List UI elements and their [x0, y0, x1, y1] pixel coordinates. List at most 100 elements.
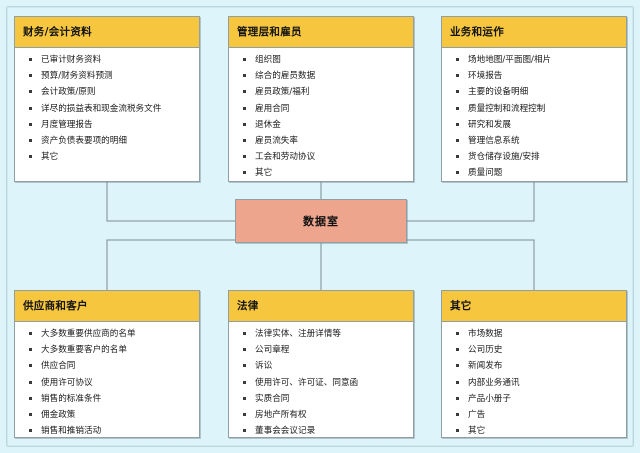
category-title-legal: 法律: [237, 299, 259, 312]
bullet-icon: [456, 348, 459, 352]
list-item-label: 工会和劳动协议: [255, 152, 316, 163]
category-header-suppliers: 供应商和客户: [15, 291, 199, 322]
list-item-label: 场地地图/平面图/相片: [468, 55, 552, 65]
list-item-label: 产品小册子: [468, 393, 511, 404]
bullet-icon: [456, 155, 459, 159]
category-header-finance: 财务/会计资料: [15, 17, 199, 48]
list-item: 新闻发布: [448, 362, 620, 371]
list-item: 其它: [235, 169, 407, 178]
list-item-label: 货仓储存设施/安排: [468, 152, 540, 163]
list-item: 销售和推销活动: [21, 427, 193, 436]
list-item: 销售的标准条件: [21, 393, 193, 404]
bullet-icon: [243, 106, 246, 110]
list-item-label: 退休金: [255, 119, 281, 130]
list-item-label: 月度管理报告: [41, 119, 93, 130]
list-item: 产品小册子: [448, 393, 620, 404]
list-item: 大多数重要供应商的名单: [21, 330, 193, 339]
category-title-other: 其它: [450, 299, 472, 312]
list-item-label: 大多数重要客户的名单: [41, 345, 127, 356]
bullet-icon: [456, 74, 459, 78]
list-item-label: 公司历史: [468, 345, 503, 356]
bullet-icon: [456, 412, 459, 416]
list-item-label: 质量控制和流程控制: [468, 103, 546, 114]
list-item: 公司章程: [235, 346, 407, 355]
center-node-data-room[interactable]: 数据室: [235, 199, 407, 243]
category-title-operations: 业务和运作: [450, 25, 504, 38]
category-body-suppliers: 大多数重要供应商的名单 大多数重要客户的名单 供应合同 使用许可协议 销售的标准…: [15, 322, 199, 437]
category-box-suppliers[interactable]: 供应商和客户 大多数重要供应商的名单 大多数重要客户的名单 供应合同 使用许可协…: [14, 290, 200, 438]
bullet-icon: [243, 364, 246, 368]
list-item: 详尽的损益表和现金流税务文件: [21, 103, 193, 114]
list-item: 雇员政策/福利: [235, 88, 407, 97]
list-item-label: 董事会会议记录: [255, 426, 316, 437]
list-item: 退休金: [235, 119, 407, 130]
list-item: 董事会会议记录: [235, 427, 407, 436]
list-item-label: 其它: [41, 152, 59, 163]
category-body-operations: 场地地图/平面图/相片 环境报告 主要的设备明细 质量控制和流程控制 研究和发展…: [442, 48, 626, 181]
list-item-label: 雇用合同: [255, 103, 290, 114]
list-item: 综合的雇员数据: [235, 72, 407, 81]
list-item: 组织图: [235, 56, 407, 65]
outer-frame-inner: [7, 7, 633, 446]
list-item-label: 内部业务通讯: [468, 377, 520, 388]
list-item-label: 其它: [468, 426, 486, 437]
list-item-label: 详尽的损益表和现金流税务文件: [41, 103, 162, 114]
list-item-label: 使用许可、许可证、同意函: [255, 377, 359, 388]
category-body-management: 组织图 综合的雇员数据 雇员政策/福利 雇用合同 退休金 雇员流失率 工会和劳动…: [229, 48, 413, 181]
list-item: 货仓储存设施/安排: [448, 153, 620, 162]
bullet-icon: [456, 138, 459, 142]
category-box-management[interactable]: 管理层和雇员 组织图 综合的雇员数据 雇员政策/福利 雇用合同 退休金 雇员流失…: [228, 16, 414, 182]
list-item: 大多数重要客户的名单: [21, 346, 193, 355]
bullet-icon: [456, 58, 459, 61]
list-item-label: 新闻发布: [468, 361, 503, 372]
category-header-management: 管理层和雇员: [229, 17, 413, 48]
bullet-icon: [29, 348, 32, 352]
list-item: 诉讼: [235, 362, 407, 371]
bullet-icon: [243, 412, 246, 416]
list-item-label: 房地产所有权: [255, 409, 307, 420]
bullet-icon: [456, 332, 459, 335]
category-title-management: 管理层和雇员: [237, 25, 302, 38]
bullet-icon: [29, 74, 32, 78]
list-item-label: 质量问题: [468, 168, 503, 179]
bullet-icon: [29, 364, 32, 368]
category-list-finance: 已审计财务资料 预算/财务资料预测 会计政策/原则 详尽的损益表和现金流税务文件…: [21, 56, 193, 162]
list-item-label: 其它: [255, 168, 273, 179]
bullet-icon: [243, 122, 246, 126]
list-item: 佣金政策: [21, 411, 193, 420]
bullet-icon: [29, 122, 32, 126]
category-box-other[interactable]: 其它 市场数据 公司历史 新闻发布 内部业务通讯 产品小册子 广告 其它: [441, 290, 627, 438]
bullet-icon: [29, 90, 32, 94]
list-item-label: 佣金政策: [41, 409, 76, 420]
list-item-label: 环境报告: [468, 71, 503, 82]
bullet-icon: [456, 171, 459, 175]
category-box-operations[interactable]: 业务和运作 场地地图/平面图/相片 环境报告 主要的设备明细 质量控制和流程控制…: [441, 16, 627, 182]
bullet-icon: [243, 155, 246, 159]
list-item-label: 销售和推销活动: [41, 426, 102, 437]
list-item-label: 使用许可协议: [41, 377, 93, 388]
category-list-management: 组织图 综合的雇员数据 雇员政策/福利 雇用合同 退休金 雇员流失率 工会和劳动…: [235, 56, 407, 178]
list-item: 其它: [21, 153, 193, 162]
list-item-label: 销售的标准条件: [41, 393, 102, 404]
list-item: 会计政策/原则: [21, 88, 193, 97]
list-item-label: 主要的设备明细: [468, 87, 529, 98]
list-item: 房地产所有权: [235, 411, 407, 420]
list-item: 工会和劳动协议: [235, 153, 407, 162]
list-item-label: 组织图: [255, 55, 281, 65]
bullet-icon: [456, 364, 459, 368]
category-box-finance[interactable]: 财务/会计资料 已审计财务资料 预算/财务资料预测 会计政策/原则 详尽的损益表…: [14, 16, 200, 182]
list-item: 市场数据: [448, 330, 620, 339]
category-box-legal[interactable]: 法律 法律实体、注册详情等 公司章程 诉讼 使用许可、许可证、同意函 实质合同 …: [228, 290, 414, 438]
bullet-icon: [243, 58, 246, 61]
list-item: 法律实体、注册详情等: [235, 330, 407, 339]
list-item: 使用许可、许可证、同意函: [235, 377, 407, 388]
bullet-icon: [29, 106, 32, 110]
category-list-legal: 法律实体、注册详情等 公司章程 诉讼 使用许可、许可证、同意函 实质合同 房地产…: [235, 330, 407, 437]
bullet-icon: [243, 429, 246, 433]
list-item-label: 市场数据: [468, 329, 503, 339]
bullet-icon: [456, 90, 459, 94]
list-item: 资产负债表要项的明细: [21, 137, 193, 146]
bullet-icon: [29, 332, 32, 335]
bullet-icon: [243, 396, 246, 400]
